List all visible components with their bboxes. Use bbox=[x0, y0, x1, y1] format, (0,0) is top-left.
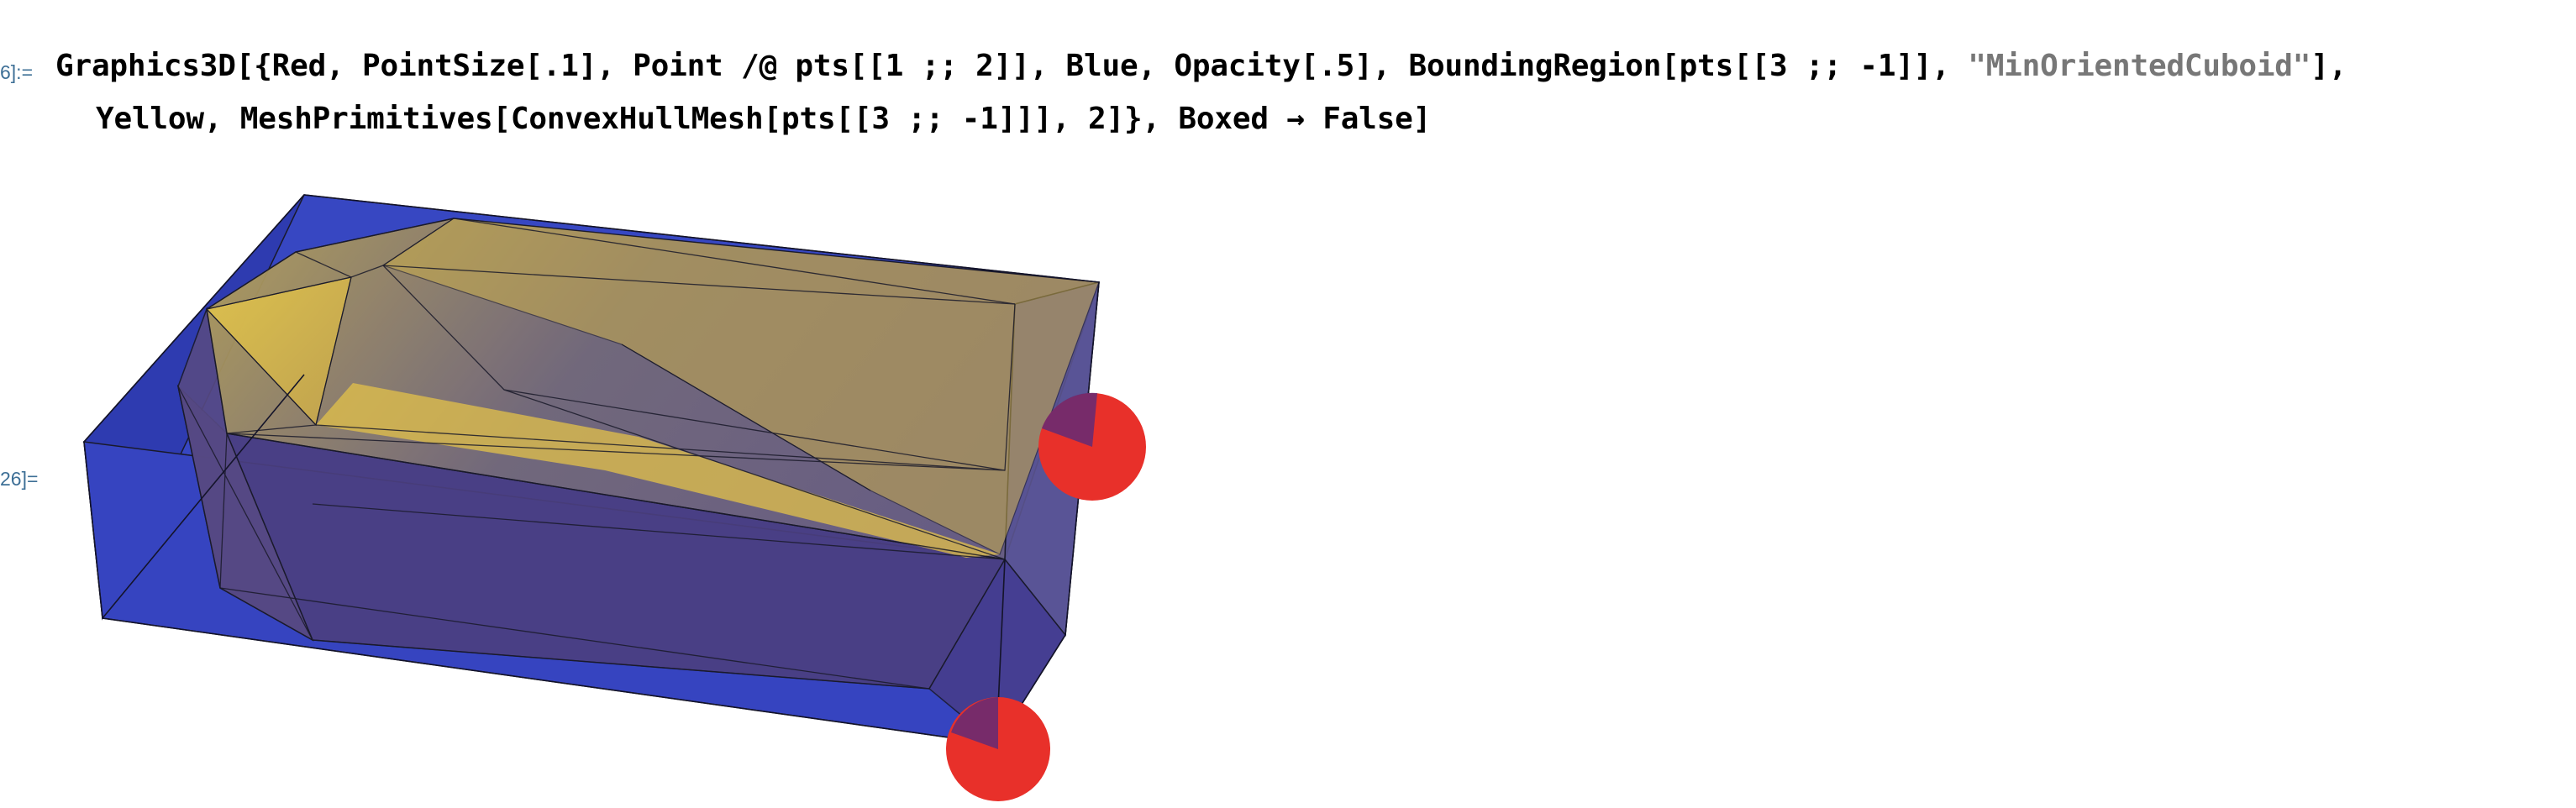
red-point-2-occluded-part bbox=[951, 697, 998, 749]
code-text: ], bbox=[2311, 49, 2347, 83]
output-cell-label: 26]= bbox=[0, 468, 39, 490]
hull-edges bbox=[177, 218, 1016, 690]
input-code-line-2[interactable]: Yellow, MeshPrimitives[ConvexHullMesh[pt… bbox=[96, 102, 1432, 136]
red-points bbox=[946, 392, 1146, 801]
input-code-line-1[interactable]: Graphics3D[{Red, PointSize[.1], Point /@… bbox=[55, 49, 2347, 83]
code-text: Graphics3D[{Red, PointSize[.1], Point /@… bbox=[55, 49, 1969, 83]
input-cell-label: 6]:= bbox=[0, 61, 34, 83]
red-point-1-occluded-part bbox=[1042, 392, 1097, 447]
code-string-literal: "MinOrientedCuboid" bbox=[1968, 49, 2311, 83]
hull-yellow-stripe bbox=[316, 383, 1000, 558]
